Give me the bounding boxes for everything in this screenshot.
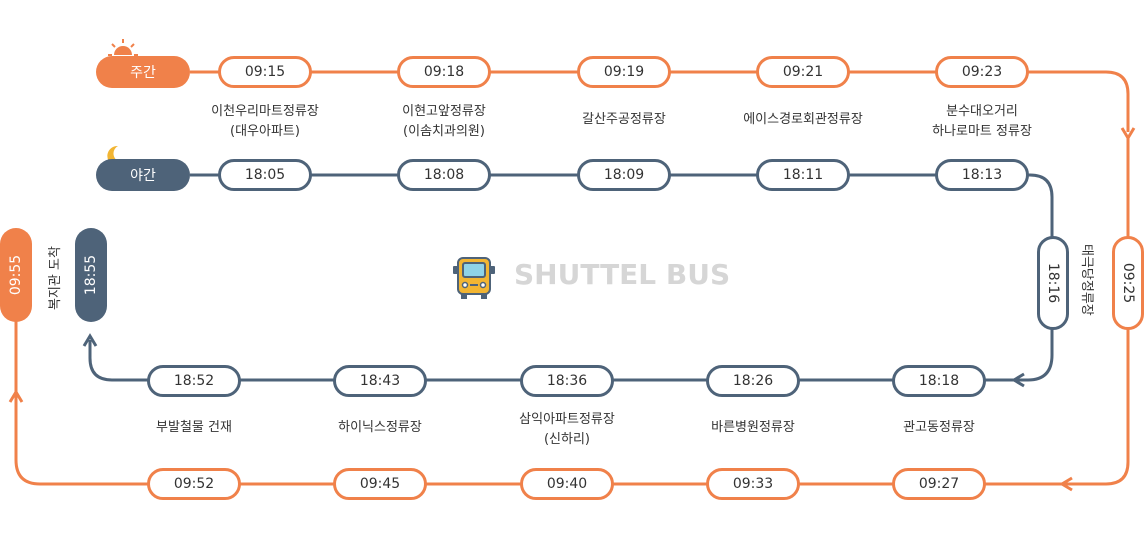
bottom-stop-name-1: 바른병원정류장	[711, 420, 795, 435]
top-night-time-1: 18:08	[397, 159, 491, 191]
top-day-time-0: 09:15	[218, 56, 312, 88]
top-day-time-1: 09:18	[397, 56, 491, 88]
top-day-time-2: 09:19	[577, 56, 671, 88]
bottom-stop-name-3: 하이닉스정류장	[338, 420, 422, 435]
bottom-day-time-4: 09:52	[147, 468, 241, 500]
arrival-label: 복지관 도착	[48, 246, 63, 310]
bottom-night-time-3: 18:43	[333, 365, 427, 397]
right-stop-name: 태극당정류장	[1079, 244, 1094, 316]
bottom-night-time-2: 18:36	[520, 365, 614, 397]
bottom-stop-name-0: 관고동정류장	[903, 420, 975, 435]
arrival-day-time: 09:55	[0, 228, 32, 322]
right-night-time: 18:16	[1037, 236, 1069, 330]
top-night-time-0: 18:05	[218, 159, 312, 191]
night-route-arrow-bottom	[1011, 372, 1025, 388]
brand-title: SHUTTEL BUS	[514, 258, 731, 291]
bottom-day-time-2: 09:40	[520, 468, 614, 500]
top-stop-name-1: 이현고앞정류장(이솜치과의원)	[402, 104, 486, 139]
top-day-time-4: 09:23	[935, 56, 1029, 88]
bottom-day-time-3: 09:45	[333, 468, 427, 500]
top-stop-name-2: 갈산주공정류장	[582, 112, 666, 127]
bottom-stop-name-4: 부발철물 건재	[156, 420, 232, 435]
sun-icon	[106, 37, 140, 57]
right-day-time: 09:25	[1112, 236, 1144, 330]
day-route-line	[190, 70, 1130, 132]
night-legend-label: 야간	[130, 168, 156, 184]
arrival-night-time: 18:55	[75, 228, 107, 322]
top-night-time-4: 18:13	[935, 159, 1029, 191]
bottom-night-time-0: 18:18	[892, 365, 986, 397]
bottom-night-time-1: 18:26	[706, 365, 800, 397]
bus-icon	[452, 256, 496, 300]
top-stop-name-0: 이천우리마트정류장(대우아파트)	[211, 104, 319, 139]
day-legend-label: 주간	[130, 65, 156, 81]
top-night-time-2: 18:09	[577, 159, 671, 191]
bottom-night-time-4: 18:52	[147, 365, 241, 397]
day-route-arrow-bottom	[1059, 476, 1073, 492]
bottom-day-time-1: 09:33	[706, 468, 800, 500]
day-legend-tag: 주간	[96, 56, 190, 88]
night-route-arrow-up	[82, 333, 98, 347]
night-route-line	[88, 173, 1054, 382]
top-night-time-3: 18:11	[756, 159, 850, 191]
bottom-day-time-0: 09:27	[892, 468, 986, 500]
top-stop-name-3: 에이스경로회관정류장	[743, 112, 863, 127]
top-day-time-3: 09:21	[756, 56, 850, 88]
bottom-stop-name-2: 삼익아파트정류장(신하리)	[519, 412, 615, 447]
night-legend-tag: 야간	[96, 159, 190, 191]
